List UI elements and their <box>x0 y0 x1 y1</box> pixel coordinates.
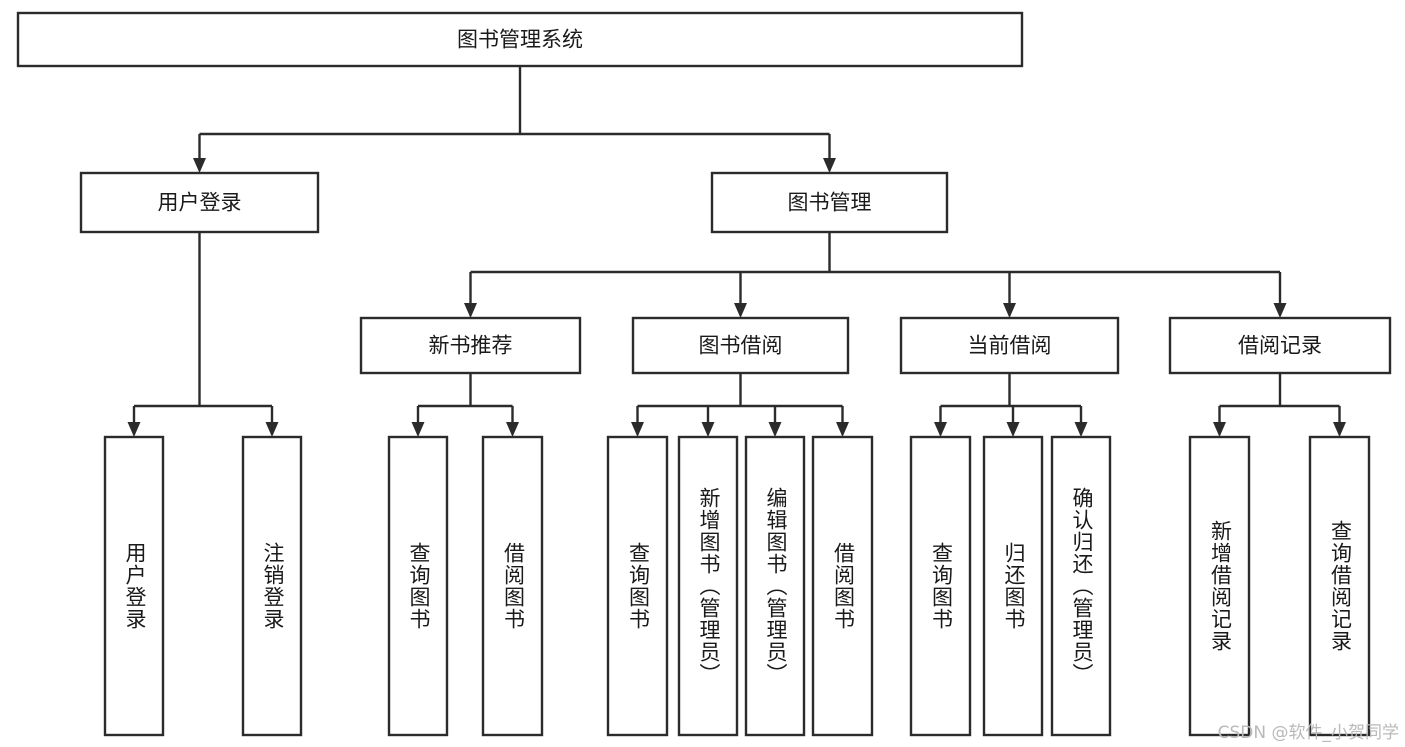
root-node-system-box <box>16 11 1024 68</box>
connector-root-to-level2 <box>193 66 836 173</box>
leaf-node-6[interactable] <box>744 435 806 737</box>
watermark-text: CSDN @软件_小贺同学 <box>1217 723 1399 743</box>
arrow-head-icon <box>631 422 644 437</box>
level2-node-0-box <box>79 171 320 234</box>
connector-login-to-leaves <box>127 232 279 437</box>
connector-newbooks-to-leaves <box>411 373 519 437</box>
leaf-node-3[interactable] <box>481 435 544 737</box>
leaf-node-11-box <box>1188 435 1251 737</box>
leaf-node-8[interactable] <box>909 435 972 737</box>
level2-node-1-box <box>710 171 949 234</box>
arrow-head-icon <box>265 422 279 437</box>
level3-node-2-box <box>899 316 1120 375</box>
leaf-node-2-box <box>387 435 449 737</box>
level3-node-3-box <box>1168 316 1392 375</box>
level2-node-0-label: 用户登录 <box>158 191 242 215</box>
level3-node-1-box <box>631 316 850 375</box>
leaf-node-11[interactable] <box>1188 435 1251 737</box>
arrow-head-icon <box>1273 303 1287 318</box>
level3-node-3[interactable]: 借阅记录 <box>1168 316 1392 375</box>
leaf-node-12[interactable] <box>1308 435 1371 737</box>
leaf-node-7-box <box>811 435 874 737</box>
leaf-node-6-box <box>744 435 806 737</box>
leaf-node-12-box <box>1308 435 1371 737</box>
arrow-head-icon <box>734 303 747 318</box>
connector-current-to-leaves <box>934 373 1088 437</box>
arrow-head-icon <box>1333 422 1346 437</box>
connector-books-to-level3 <box>464 232 1287 318</box>
root-node-system-label: 图书管理系统 <box>457 28 583 52</box>
leaf-node-3-box <box>481 435 544 737</box>
arrow-head-icon <box>768 422 782 437</box>
level3-node-0-box <box>359 316 582 375</box>
arrow-head-icon <box>1074 422 1088 437</box>
arrow-head-icon <box>193 158 206 173</box>
level2-node-0[interactable]: 用户登录 <box>79 171 320 234</box>
leaf-node-5[interactable] <box>677 435 739 737</box>
arrow-head-icon <box>823 158 836 173</box>
leaf-node-10[interactable] <box>1050 435 1112 737</box>
connector-records-to-leaves <box>1213 373 1346 437</box>
leaf-node-1-box <box>241 435 303 737</box>
arrow-head-icon <box>464 303 477 318</box>
level2-node-1[interactable]: 图书管理 <box>710 171 949 234</box>
level3-node-1-label: 图书借阅 <box>699 334 783 358</box>
leaf-node-0[interactable] <box>103 435 165 737</box>
leaf-node-9[interactable] <box>982 435 1044 737</box>
leaf-node-4-box <box>606 435 669 737</box>
leaf-node-4[interactable] <box>606 435 669 737</box>
connector-layer <box>127 66 1346 437</box>
arrow-head-icon <box>411 422 425 437</box>
leaf-node-2[interactable] <box>387 435 449 737</box>
level3-node-3-label: 借阅记录 <box>1238 334 1322 358</box>
leaf-node-5-box <box>677 435 739 737</box>
level3-node-0-label: 新书推荐 <box>429 334 513 358</box>
arrow-head-icon <box>506 422 519 437</box>
leaf-node-0-box <box>103 435 165 737</box>
level3-node-2[interactable]: 当前借阅 <box>899 316 1120 375</box>
leaf-node-8-box <box>909 435 972 737</box>
level3-node-1[interactable]: 图书借阅 <box>631 316 850 375</box>
arrow-head-icon <box>1003 303 1016 318</box>
arrow-head-icon <box>1213 422 1226 437</box>
leaf-node-1[interactable] <box>241 435 303 737</box>
connector-borrow-to-leaves <box>631 373 849 437</box>
leaf-node-9-box <box>982 435 1044 737</box>
arrow-head-icon <box>836 422 849 437</box>
level3-node-2-label: 当前借阅 <box>968 334 1052 358</box>
level3-node-0[interactable]: 新书推荐 <box>359 316 582 375</box>
level2-node-1-label: 图书管理 <box>788 191 872 215</box>
arrow-head-icon <box>127 422 141 437</box>
leaf-node-7[interactable] <box>811 435 874 737</box>
arrow-head-icon <box>1006 422 1020 437</box>
arrow-head-icon <box>701 422 715 437</box>
arrow-head-icon <box>934 422 947 437</box>
root-node-system[interactable]: 图书管理系统 <box>16 11 1024 68</box>
leaf-node-10-box <box>1050 435 1112 737</box>
